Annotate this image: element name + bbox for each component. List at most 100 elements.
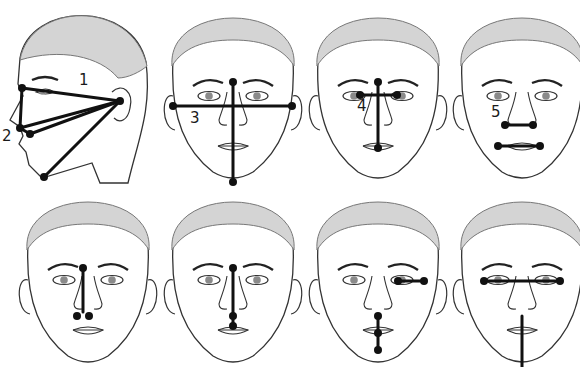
landmark-dot bbox=[16, 124, 24, 132]
iris bbox=[542, 92, 550, 100]
landmark-dot bbox=[169, 102, 177, 110]
eyebrow bbox=[193, 264, 223, 270]
landmark-dot bbox=[229, 322, 237, 330]
eyebrow bbox=[243, 80, 273, 86]
measure-line bbox=[44, 101, 120, 177]
measure-line bbox=[20, 88, 22, 128]
measure-line bbox=[505, 124, 533, 127]
eye bbox=[246, 276, 268, 285]
hair-cap bbox=[172, 18, 294, 66]
nose bbox=[384, 276, 392, 309]
landmark-dot bbox=[420, 277, 428, 285]
landmark-dot bbox=[79, 264, 87, 272]
eye bbox=[535, 92, 557, 101]
eyebrow bbox=[98, 264, 128, 270]
eyebrow bbox=[482, 264, 512, 270]
landmark-dot bbox=[374, 312, 382, 320]
callout-number: 5 bbox=[491, 104, 501, 121]
ear bbox=[291, 280, 302, 314]
eyebrow bbox=[32, 77, 58, 80]
nose bbox=[364, 276, 372, 309]
eyebrow bbox=[338, 80, 368, 86]
nose bbox=[219, 276, 227, 309]
measure-line bbox=[232, 82, 235, 182]
measure-line bbox=[498, 145, 540, 148]
eyebrow bbox=[48, 264, 78, 270]
landmark-dot bbox=[229, 264, 237, 272]
landmark-dot bbox=[374, 144, 382, 152]
iris bbox=[494, 92, 502, 100]
iris bbox=[350, 276, 358, 284]
landmark-dot bbox=[501, 121, 509, 129]
landmark-dot bbox=[229, 178, 237, 186]
hair-cap bbox=[461, 18, 580, 66]
eyebrow bbox=[193, 80, 223, 86]
nose bbox=[74, 276, 82, 309]
landmark-dot bbox=[288, 102, 296, 110]
landmark-dot bbox=[374, 78, 382, 86]
eyebrow bbox=[338, 264, 368, 270]
hair-cap bbox=[172, 202, 294, 250]
landmark-dot bbox=[18, 84, 26, 92]
measure-line bbox=[377, 82, 380, 148]
face-outline bbox=[318, 244, 439, 362]
eye bbox=[343, 276, 365, 285]
eyebrow bbox=[388, 264, 418, 270]
landmark-dot bbox=[374, 329, 382, 337]
eye bbox=[198, 92, 220, 101]
eyebrow bbox=[532, 80, 562, 86]
landmark-dot bbox=[26, 130, 34, 138]
nose bbox=[239, 92, 247, 125]
ear bbox=[19, 280, 30, 314]
landmark-dot bbox=[374, 346, 382, 354]
ear bbox=[436, 280, 447, 314]
nose bbox=[94, 276, 102, 309]
measure-line bbox=[82, 268, 85, 312]
hair-cap bbox=[20, 16, 147, 78]
ear bbox=[146, 280, 157, 314]
nose bbox=[239, 276, 247, 309]
eye bbox=[101, 276, 123, 285]
ear bbox=[436, 96, 447, 130]
face-outline bbox=[28, 244, 149, 362]
landmark-dot bbox=[556, 277, 564, 285]
callout-number: 1 bbox=[79, 72, 89, 89]
callout-number: 2 bbox=[2, 128, 12, 145]
landmark-dot bbox=[73, 312, 81, 320]
hair-cap bbox=[317, 202, 439, 250]
landmark-dot bbox=[116, 97, 124, 105]
iris bbox=[205, 92, 213, 100]
nose bbox=[219, 92, 227, 125]
nose bbox=[508, 92, 516, 125]
landmark-dot bbox=[494, 142, 502, 150]
face-outline bbox=[173, 244, 294, 362]
callout-number: 4 bbox=[357, 98, 367, 115]
hair-cap bbox=[317, 18, 439, 66]
face-outline bbox=[462, 60, 580, 178]
eye bbox=[391, 92, 413, 101]
face-outline bbox=[318, 60, 439, 178]
eye bbox=[487, 92, 509, 101]
callout-number: 3 bbox=[190, 110, 200, 127]
ear bbox=[309, 280, 320, 314]
iris bbox=[205, 276, 213, 284]
measure-line bbox=[484, 280, 560, 283]
eyebrow bbox=[388, 80, 418, 86]
landmark-dot bbox=[40, 173, 48, 181]
measure-line bbox=[30, 101, 120, 134]
landmark-dot bbox=[229, 312, 237, 320]
ear bbox=[164, 280, 175, 314]
eyebrow bbox=[243, 264, 273, 270]
eyebrow bbox=[532, 264, 562, 270]
landmark-dot bbox=[393, 91, 401, 99]
landmark-dot bbox=[529, 121, 537, 129]
ear bbox=[453, 96, 464, 130]
eye bbox=[198, 276, 220, 285]
landmark-dot bbox=[394, 277, 402, 285]
landmark-dot bbox=[85, 312, 93, 320]
measure-line bbox=[521, 316, 524, 367]
ear bbox=[164, 96, 175, 130]
landmark-dot bbox=[536, 142, 544, 150]
